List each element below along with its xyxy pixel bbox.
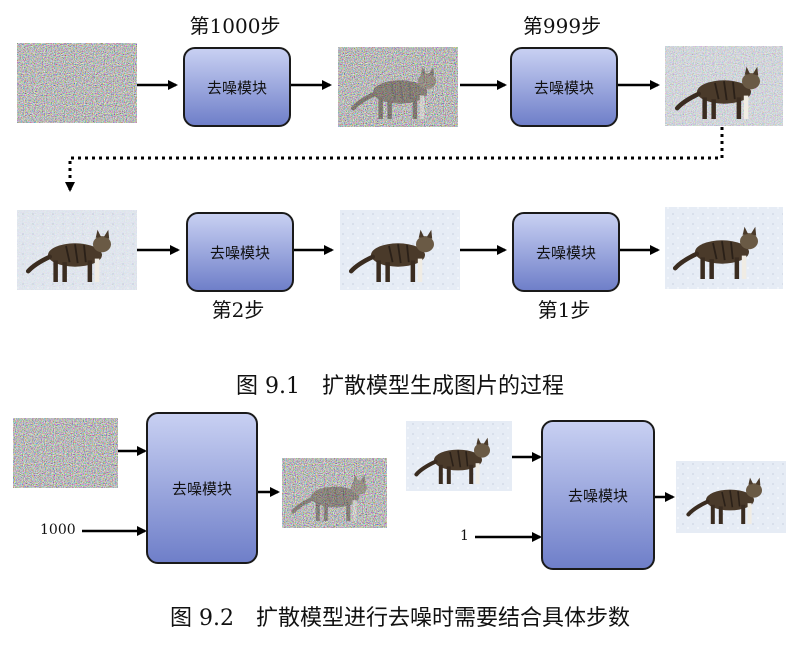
- module-label: 去噪模块: [171, 479, 232, 498]
- step-label-1: 第1步: [537, 298, 591, 322]
- cat-image-final: [665, 207, 783, 289]
- step-label-2: 第2步: [211, 298, 265, 322]
- module-label: 去噪模块: [533, 78, 594, 97]
- noise-image-1: [17, 43, 137, 123]
- caption-figure-9-1: 图 9.1 扩散模型生成图片的过程: [236, 374, 564, 399]
- module-label: 去噪模块: [209, 243, 270, 262]
- cat-image-2: [340, 210, 460, 290]
- cat-image-4: [676, 461, 786, 533]
- module-label: 去噪模块: [535, 243, 596, 262]
- partially-denoised-image-2: [665, 46, 783, 126]
- denoise-module-3: 去噪模块: [186, 212, 294, 292]
- denoise-module-5: 去噪模块: [146, 412, 258, 564]
- partially-denoised-image-1: [338, 47, 458, 127]
- caption-figure-9-2: 图 9.2 扩散模型进行去噪时需要结合具体步数: [170, 606, 630, 631]
- step-label-999: 第999步: [522, 14, 602, 38]
- noise-image-2: [13, 418, 118, 488]
- step-label-1000: 第1000步: [189, 14, 281, 38]
- denoise-module-4: 去噪模块: [512, 212, 620, 292]
- module-label: 去噪模块: [567, 486, 628, 505]
- step-input-1: 1: [460, 528, 469, 544]
- partially-denoised-image-3: [282, 458, 387, 528]
- cat-image-3: [406, 421, 512, 491]
- denoise-module-2: 去噪模块: [510, 47, 618, 127]
- denoise-module-6: 去噪模块: [541, 420, 655, 570]
- cat-image-1: [17, 210, 137, 290]
- module-label: 去噪模块: [206, 78, 267, 97]
- step-input-1000: 1000: [40, 522, 76, 538]
- dotted-arrow-down: [65, 127, 724, 192]
- denoise-module-1: 去噪模块: [183, 47, 291, 127]
